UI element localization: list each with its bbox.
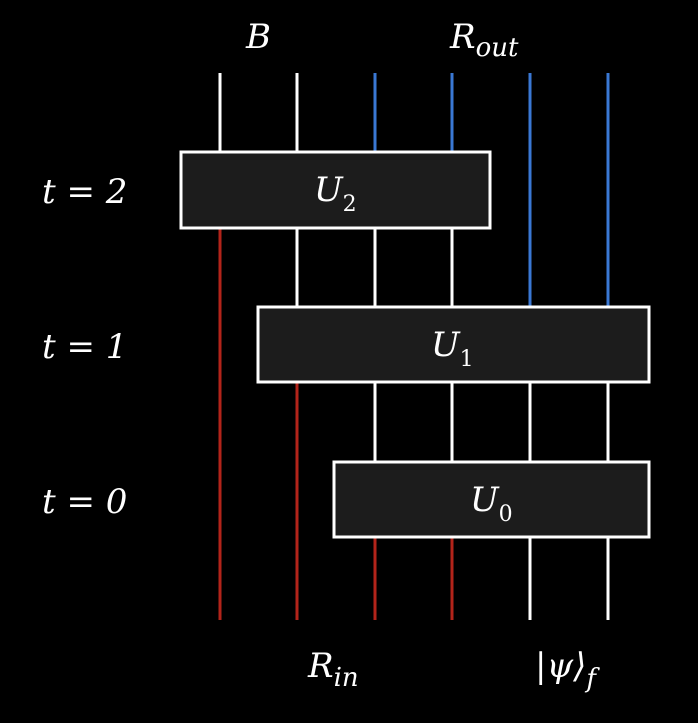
time-label-t1: t = 1 xyxy=(42,327,127,367)
gate-u1-box xyxy=(256,305,651,384)
psi-main: |ψ⟩ xyxy=(535,646,586,686)
time-label-t0: t = 0 xyxy=(42,482,127,522)
time-label-t2: t = 2 xyxy=(42,172,127,212)
gate-u1-sub: 1 xyxy=(460,347,474,372)
gate-u1-main: U xyxy=(431,325,461,365)
gate-u0-box xyxy=(332,460,651,539)
bottom-label-r-in: Rin xyxy=(307,646,359,693)
gate-u2-sub: 2 xyxy=(343,192,357,217)
gate-u2-box xyxy=(179,150,492,230)
r-out-sub: out xyxy=(476,33,519,63)
gate-u1-label: U1 xyxy=(431,325,474,372)
gate-u0-main: U xyxy=(470,480,500,520)
r-in-main: R xyxy=(307,646,334,686)
top-label-b: B xyxy=(245,17,271,57)
gate-u2-label: U2 xyxy=(314,170,357,217)
top-label-r-out: Rout xyxy=(449,17,519,63)
r-in-sub: in xyxy=(334,663,359,693)
gate-u0-sub: 0 xyxy=(499,502,513,527)
gate-u0-label: U0 xyxy=(470,480,513,527)
bottom-label-psi: |ψ⟩f xyxy=(535,646,600,694)
psi-sub: f xyxy=(584,664,600,694)
r-out-main: R xyxy=(449,17,476,57)
gate-u2-main: U xyxy=(314,170,344,210)
